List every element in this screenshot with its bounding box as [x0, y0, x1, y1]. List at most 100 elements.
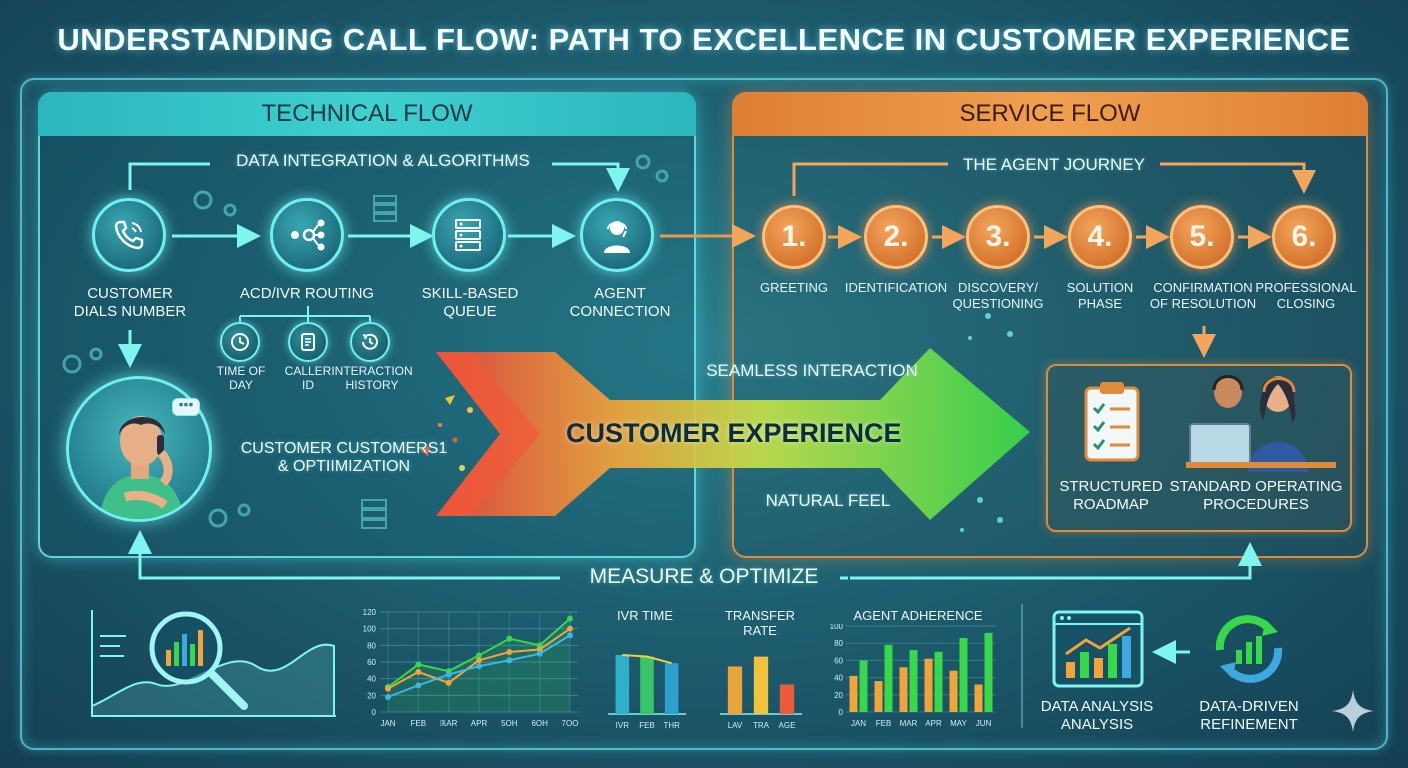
step-3-discovery: 3.: [966, 205, 1030, 269]
y-tick-label: 40: [834, 674, 843, 683]
transfer-rate-title: TRANSFER RATE: [724, 608, 796, 638]
acd-ivr-routing-node: [270, 198, 344, 272]
measure-optimize-label: MEASURE & OPTIMIZE: [589, 565, 819, 588]
x-tick-label: IVR: [616, 721, 630, 730]
data-analysis-icon: [1052, 610, 1144, 688]
data-point: [415, 661, 422, 668]
step-1-greeting: 1.: [762, 205, 826, 269]
acd-ivr-routing-label: ACD/IVR ROUTING: [239, 285, 375, 302]
data-point: [506, 635, 513, 642]
data-integration-label: DATA INTEGRATION & ALGORITHMS: [236, 151, 530, 170]
bar: [779, 684, 795, 714]
ivr-time-title: IVR TIME: [616, 608, 674, 623]
y-tick-label: 60: [367, 658, 376, 667]
x-tick-label: LAV: [728, 721, 743, 730]
x-tick-label: JAN: [380, 719, 395, 728]
trend-line: [622, 653, 672, 665]
y-tick-label: 100: [830, 624, 844, 631]
data-point: [445, 671, 452, 678]
x-tick-label: FEB: [639, 721, 655, 730]
technical-flow-header: TECHNICAL FLOW: [38, 92, 696, 136]
data-point: [506, 657, 513, 664]
customer-experience-arrow: [420, 348, 1030, 520]
bar: [859, 660, 868, 712]
bar: [984, 632, 993, 712]
y-tick-label: 20: [367, 691, 376, 700]
service-flow-header: SERVICE FLOW: [732, 92, 1368, 136]
y-tick-label: 40: [367, 675, 376, 684]
page-title: UNDERSTANDING CALL FLOW: PATH TO EXCELLE…: [57, 22, 1351, 57]
data-point: [415, 682, 422, 689]
y-tick-label: 80: [367, 641, 376, 650]
data-point: [385, 685, 391, 692]
data-point: [476, 657, 482, 664]
data-point: [385, 694, 391, 700]
bar: [959, 638, 968, 712]
refresh-cycle-icon: [1215, 615, 1283, 683]
data-point: [445, 679, 452, 686]
customer-experience-label: CUSTOMER EXPERIENCE: [566, 418, 902, 448]
x-tick-label: 6OH: [531, 719, 548, 728]
x-tick-label: 7OO: [562, 719, 579, 728]
x-tick-label: APR: [925, 719, 942, 728]
bar: [849, 675, 858, 712]
bar: [640, 656, 654, 714]
data-point: [476, 663, 482, 670]
x-tick-label: FEB: [876, 719, 892, 728]
y-tick-label: 60: [834, 656, 843, 665]
data-point: [567, 625, 573, 632]
data-point: [506, 649, 513, 655]
x-tick-label: FEB: [411, 719, 427, 728]
y-tick-label: 100: [363, 625, 377, 634]
bar: [727, 666, 743, 714]
magnifier-trend-illustration: [91, 610, 336, 717]
server-icon: [361, 195, 397, 529]
transfer-rate-chart: LAV TRA AGE: [720, 656, 802, 730]
y-tick-label: 80: [834, 639, 843, 648]
data-point: [536, 650, 543, 657]
bar: [949, 670, 958, 712]
x-tick-label: MAY: [950, 719, 967, 728]
y-tick-label: 120: [363, 608, 377, 617]
y-tick-label: 0: [839, 708, 844, 717]
x-tick-label: JAN: [851, 719, 866, 728]
headset-agent-icon: [604, 221, 630, 253]
step-2-label: IDENTIFICATION: [844, 280, 948, 295]
data-point: [476, 652, 482, 659]
customer-avatar: [66, 376, 212, 522]
natural-feel-label: NATURAL FEEL: [765, 491, 891, 510]
bar: [934, 651, 943, 712]
agent-connection-node: [580, 198, 654, 272]
history-icon: [362, 333, 378, 350]
data-point: [536, 646, 543, 653]
bar: [753, 656, 769, 714]
data-point: [415, 669, 422, 675]
agent-journey-label: THE AGENT JOURNEY: [963, 155, 1145, 174]
sparkle-icon: [1332, 690, 1374, 732]
x-tick-label: AGE: [779, 721, 796, 730]
interaction-history-node: [350, 322, 390, 362]
y-tick-label: 0: [372, 708, 377, 717]
bar: [909, 650, 918, 712]
caller-id-node: [288, 322, 328, 362]
x-tick-label: TRA: [753, 721, 770, 730]
skill-based-queue-node: [432, 198, 506, 272]
chat-bubble-icon: •••: [172, 397, 200, 416]
step-4-solution: 4.: [1068, 205, 1132, 269]
service-flow-panel: [732, 92, 1368, 558]
bar: [924, 658, 933, 712]
x-tick-label: MAR: [900, 719, 918, 728]
